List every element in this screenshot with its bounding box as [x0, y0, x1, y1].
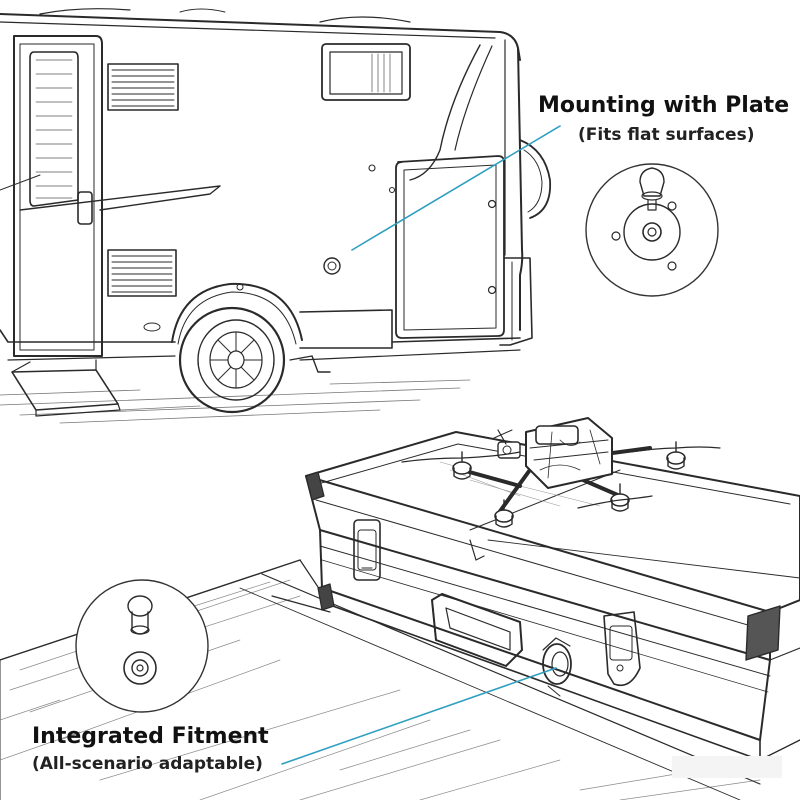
- callout-subtitle-mounting: (Fits flat surfaces): [578, 125, 755, 145]
- equipment-case: [271, 431, 800, 778]
- top-detail-circle: [585, 163, 719, 297]
- camper-van: [0, 8, 552, 417]
- bottom-detail-circle: [75, 579, 209, 713]
- callout-title-fitment: Integrated Fitment: [32, 724, 269, 749]
- callout-subtitle-fitment: (All-scenario adaptable): [32, 754, 263, 774]
- leader-line-bottom: [281, 667, 557, 765]
- fpv-drone: [401, 417, 721, 528]
- callout-title-mounting: Mounting with Plate: [538, 93, 790, 118]
- van-ground-hatch: [0, 379, 471, 424]
- leader-line-top: [351, 125, 561, 251]
